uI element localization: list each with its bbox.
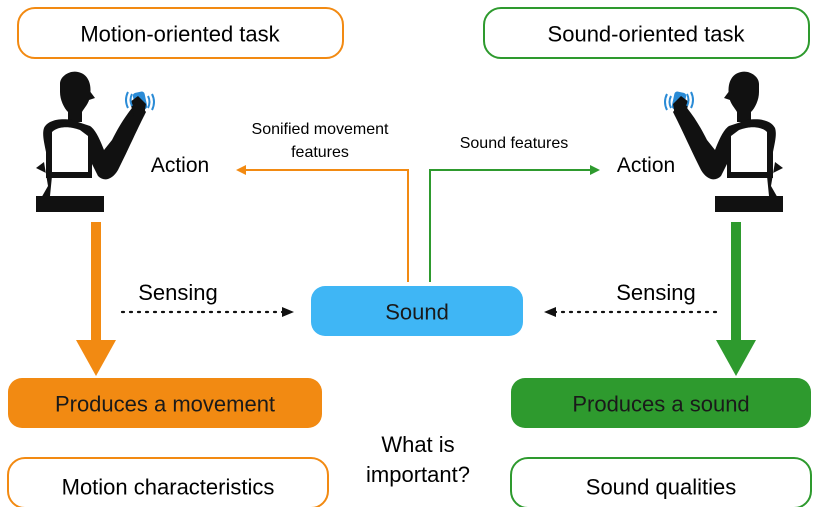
sound-qualities-label: Sound qualities: [586, 475, 736, 500]
sound-box-label: Sound: [385, 300, 449, 325]
sound-task-box: Sound-oriented task: [483, 7, 810, 59]
sound-features-label: Sound features: [460, 135, 569, 152]
left-produces-arrow: [76, 222, 116, 376]
sonified-features-label-line2: features: [291, 144, 349, 161]
right-action-label: Action: [617, 154, 675, 177]
produces-sound-label: Produces a sound: [572, 392, 749, 417]
left-action-label: Action: [151, 154, 209, 177]
right-sensing-label: Sensing: [616, 280, 696, 305]
sound-features-arrow: [429, 165, 600, 282]
motion-task-label: Motion-oriented task: [80, 22, 280, 47]
question-line2: important?: [366, 462, 470, 487]
motion-characteristics-box: Motion characteristics: [7, 457, 329, 507]
person-right-icon: [664, 71, 783, 212]
sound-task-label: Sound-oriented task: [548, 22, 746, 47]
motion-task-box: Motion-oriented task: [17, 7, 344, 59]
sonified-features-label-line1: Sonified movement: [252, 121, 390, 138]
produces-sound-box: Produces a sound: [511, 378, 811, 428]
question-line1: What is: [381, 432, 454, 457]
right-produces-arrow: [716, 222, 756, 376]
person-left-icon: [36, 71, 155, 212]
produces-movement-label: Produces a movement: [55, 392, 275, 417]
sound-qualities-box: Sound qualities: [510, 457, 812, 507]
sonified-features-arrow: [236, 165, 409, 282]
motion-characteristics-label: Motion characteristics: [62, 475, 275, 500]
produces-movement-box: Produces a movement: [8, 378, 322, 428]
sound-box: Sound: [311, 286, 523, 336]
left-sensing-label: Sensing: [138, 280, 218, 305]
